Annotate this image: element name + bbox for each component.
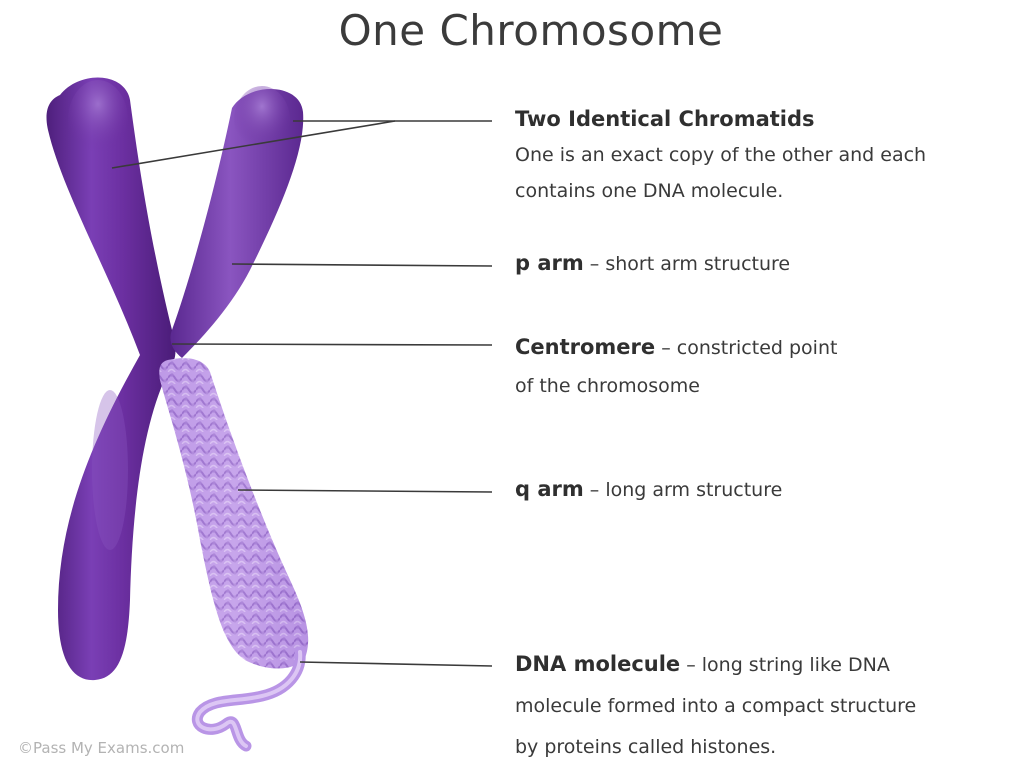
- leader-q-arm: [238, 490, 492, 492]
- label-text: long string like DNA: [702, 654, 890, 676]
- label-q-arm: q arm – long arm structure: [515, 472, 782, 508]
- label-centromere: Centromere – constricted point of the ch…: [515, 328, 837, 405]
- leader-centromere: [172, 344, 492, 345]
- copyright-watermark: ©Pass My Exams.com: [18, 739, 184, 757]
- label-line: One is an exact copy of the other and ea…: [515, 137, 926, 173]
- label-separator: –: [655, 337, 677, 359]
- label-heading: q arm: [515, 477, 584, 501]
- label-separator: –: [680, 654, 702, 676]
- label-line: molecule formed into a compact structure: [515, 686, 916, 727]
- label-text: long arm structure: [605, 479, 782, 501]
- label-two-identical-chromatids: Two Identical Chromatids One is an exact…: [515, 101, 926, 209]
- label-dna-molecule: DNA molecule – long string like DNA mole…: [515, 644, 916, 762]
- label-separator: –: [584, 479, 606, 501]
- label-p-arm: p arm – short arm structure: [515, 246, 790, 282]
- label-heading: p arm: [515, 251, 584, 275]
- left-chromatid: [47, 78, 176, 681]
- label-line: contains one DNA molecule.: [515, 173, 926, 209]
- label-text: short arm structure: [605, 253, 790, 275]
- leader-p-arm: [232, 264, 492, 266]
- label-line: of the chromosome: [515, 367, 837, 405]
- label-text: constricted point: [677, 337, 838, 359]
- label-heading: DNA molecule: [515, 652, 680, 676]
- label-heading: Centromere: [515, 335, 655, 359]
- label-heading: Two Identical Chromatids: [515, 101, 926, 137]
- label-separator: –: [584, 253, 606, 275]
- label-line: by proteins called histones.: [515, 727, 916, 762]
- leader-dna: [300, 662, 492, 666]
